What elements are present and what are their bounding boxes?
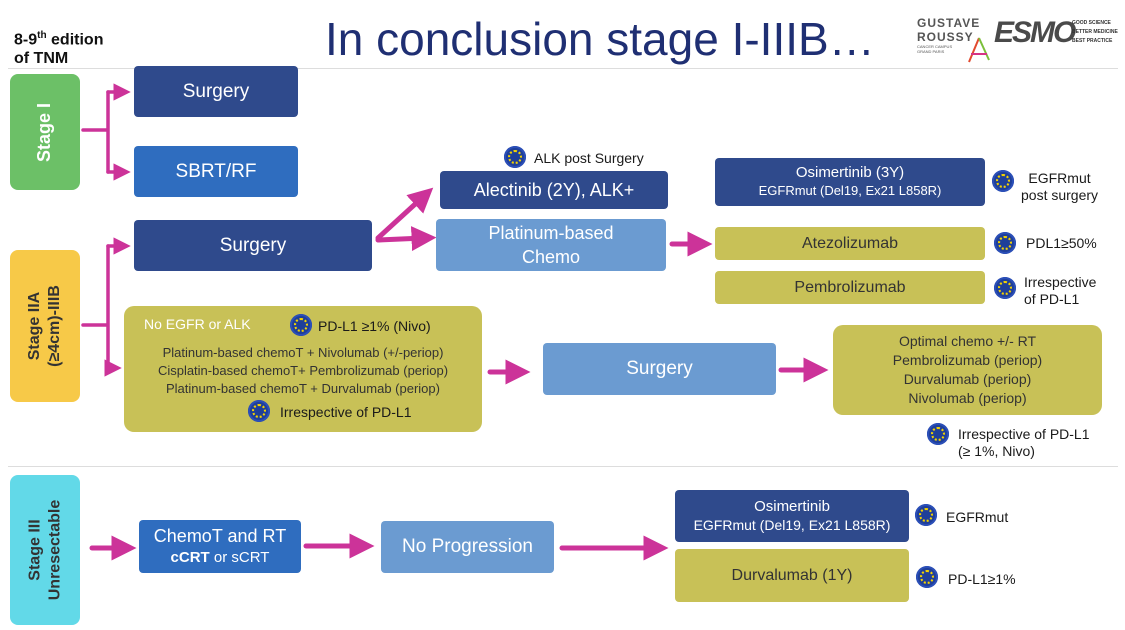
stage3-text: Stage III Unresectable: [25, 500, 65, 601]
pembrolizumab-adjuvant-box: Pembrolizumab: [715, 271, 985, 304]
gustave-roussy-logo: GUSTAVE ROUSSY CANCER CAMPUS GRAND PARIS: [917, 16, 990, 63]
stage2-text-line2: (≥4cm)-IIIB: [46, 285, 63, 367]
gustave-logo-line2: ROUSSY: [917, 30, 974, 44]
esmo-logo: ESMO GOOD SCIENCE BETTER MEDICINE BEST P…: [994, 16, 1124, 56]
adjuvant-irrespective-note: Irrespective of PD-L1 (≥ 1%, Nivo): [958, 426, 1090, 460]
osimertinib-adjuvant-box: Osimertinib (3Y) EGFRmut (Del19, Ex21 L8…: [715, 158, 985, 206]
stage1-text: Stage I: [34, 102, 55, 162]
stage2-text: Stage IIA (≥4cm)-IIIB: [25, 285, 65, 367]
adjuvant-irrespective-line2: (≥ 1%, Nivo): [958, 443, 1035, 459]
stage2-text-line1: Stage IIA: [26, 291, 43, 361]
stage3-label: Stage III Unresectable: [10, 475, 80, 625]
chemort-line2: cCRT or sCRT: [171, 547, 270, 569]
eu-flag-icon: [504, 146, 526, 168]
stage3-pdl1-note: PD-L1≥1%: [948, 571, 1016, 587]
neoadjuvant-box: No EGFR or ALK PD-L1 ≥1% (Nivo) Platinum…: [124, 306, 482, 432]
egfr-postsurgery-line2: post surgery: [1021, 187, 1099, 203]
arrow-surgery-platinum: [375, 226, 437, 252]
adjuvant-option-3: Durvalumab (periop): [903, 371, 1032, 387]
eu-flag-icon: [992, 170, 1014, 192]
chemort-bold: cCRT: [170, 548, 210, 566]
atezolizumab-box: Atezolizumab: [715, 227, 985, 260]
eu-flag-icon: [248, 400, 270, 422]
neoadjuvant-regimen-2: Cisplatin-based chemoT+ Pembrolizumab (p…: [157, 363, 449, 378]
no-progression-box: No Progression: [381, 521, 554, 573]
stage3-text-line1: Stage III: [26, 519, 43, 581]
osimertinib-adjuvant-line2: EGFRmut (Del19, Ex21 L858R): [758, 183, 942, 198]
neoadjuvant-irrespective-note: Irrespective of PD-L1: [280, 404, 412, 420]
esmo-logo-text: ESMO: [994, 16, 1076, 49]
gustave-logo-mark: [968, 37, 990, 63]
esmo-tagline-3: BEST PRACTICE: [1072, 38, 1113, 44]
eu-flag-icon: [915, 504, 937, 526]
platinum-chemo-box: Platinum-based Chemo: [436, 219, 666, 271]
adjuvant-option-1: Optimal chemo +/- RT: [898, 333, 1037, 349]
adjuvant-option-2: Pembrolizumab (periop): [892, 352, 1043, 368]
stage-separator: [8, 466, 1118, 467]
platinum-chemo-line1: Platinum-based: [488, 223, 614, 243]
irrespective-pdl1-note: Irrespective of PD-L1: [1024, 274, 1096, 308]
irrespective-pdl1-line1: Irrespective: [1024, 274, 1097, 290]
eu-flag-icon: [994, 277, 1016, 299]
neoadjuvant-regimens: Platinum-based chemoT + Nivolumab (+/-pe…: [124, 344, 482, 398]
gustave-logo-line1: GUSTAVE: [917, 16, 981, 30]
stage3-egfr-note: EGFRmut: [946, 509, 1009, 525]
eu-flag-icon: [927, 423, 949, 445]
osimertinib-consolidation-line1: Osimertinib: [754, 498, 830, 515]
chemort-box: ChemoT and RT cCRT or sCRT: [139, 520, 301, 573]
arrow-surgery-alectinib: [375, 187, 434, 241]
eu-flag-icon: [994, 232, 1016, 254]
esmo-logo-tagline: GOOD SCIENCE BETTER MEDICINE BEST PRACTI…: [1072, 19, 1118, 46]
chemort-rest: or sCRT: [209, 548, 270, 566]
irrespective-pdl1-line2: of PD-L1: [1024, 291, 1080, 307]
osimertinib-adjuvant-line1: Osimertinib (3Y): [795, 164, 905, 181]
tnm-edition: 8-9th edition of TNM: [14, 26, 103, 68]
adjuvant-options-box: Optimal chemo +/- RT Pembrolizumab (peri…: [833, 325, 1102, 415]
gustave-logo-sub: CANCER CAMPUS GRAND PARIS: [917, 44, 953, 54]
neoadjuvant-header: No EGFR or ALK: [144, 316, 251, 332]
stage2-connector: [81, 244, 110, 370]
alk-note: ALK post Surgery: [534, 150, 644, 166]
neoadjuvant-regimen-3: Platinum-based chemoT + Durvalumab (peri…: [166, 381, 440, 396]
neoadjuvant-regimen-1: Platinum-based chemoT + Nivolumab (+/-pe…: [162, 345, 444, 360]
title-rule: [8, 68, 1118, 69]
stage1-surgery-box: Surgery: [134, 66, 298, 117]
eu-flag-icon: [916, 566, 938, 588]
platinum-chemo-line2: Chemo: [521, 247, 581, 267]
egfr-postsurgery-line1: EGFRmut: [1028, 170, 1091, 186]
osimertinib-consolidation-line2: EGFRmut (Del19, Ex21 L858R): [693, 517, 891, 533]
edition-superscript: th: [37, 30, 47, 41]
pdl1-50-note: PDL1≥50%: [1026, 235, 1097, 251]
stage1-label: Stage I: [10, 74, 80, 190]
neoadjuvant-pdl1-note: PD-L1 ≥1% (Nivo): [318, 318, 431, 334]
egfr-postsurgery-note: EGFRmut post surgery: [1021, 170, 1098, 204]
durvalumab-box: Durvalumab (1Y): [675, 549, 909, 602]
stage2-surgery-after-neo-box: Surgery: [543, 343, 776, 395]
stage1-connector: [81, 90, 110, 174]
eu-flag-icon: [290, 314, 312, 336]
edition-prefix: 8-9: [14, 31, 38, 49]
osimertinib-consolidation-box: Osimertinib EGFRmut (Del19, Ex21 L858R): [675, 490, 909, 542]
stage3-text-line2: Unresectable: [46, 499, 63, 601]
adjuvant-option-4: Nivolumab (periop): [908, 390, 1027, 406]
chemort-line1: ChemoT and RT: [153, 525, 287, 546]
edition-line2: of TNM: [14, 50, 69, 68]
stage2-label: Stage IIA (≥4cm)-IIIB: [10, 250, 80, 402]
adjuvant-irrespective-line1: Irrespective of PD-L1: [958, 426, 1090, 442]
alectinib-box: Alectinib (2Y), ALK+: [440, 171, 668, 209]
stage1-sbrt-box: SBRT/RF: [134, 146, 298, 197]
esmo-tagline-2: BETTER MEDICINE: [1072, 29, 1118, 35]
stage2-surgery-box: Surgery: [134, 220, 372, 271]
edition-word: edition: [46, 31, 104, 49]
page-title: In conclusion stage I-IIIB…: [325, 13, 875, 65]
esmo-tagline-1: GOOD SCIENCE: [1072, 20, 1111, 26]
